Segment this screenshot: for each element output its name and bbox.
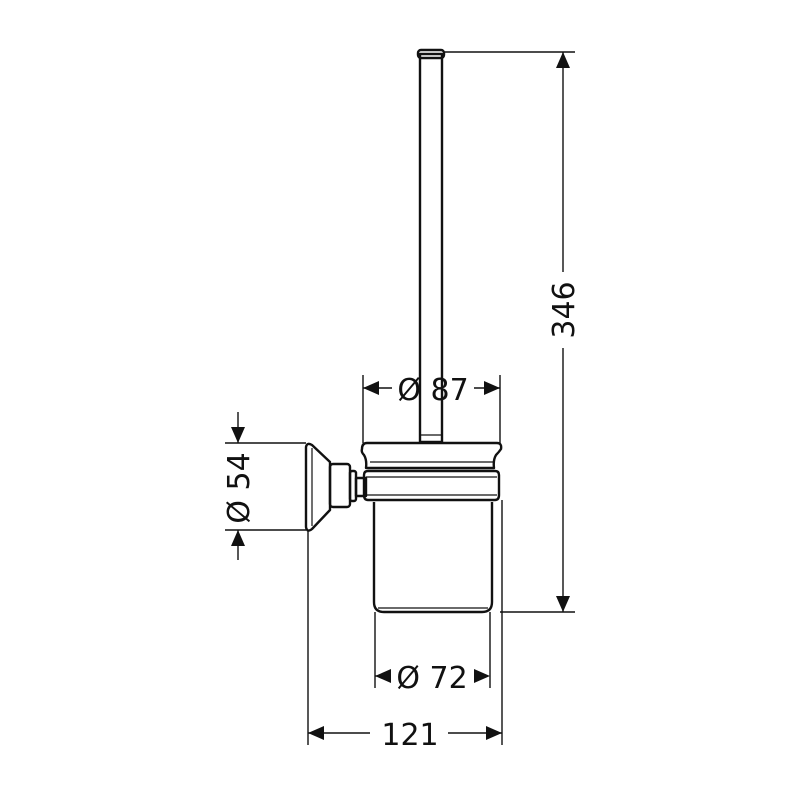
dimension-flange-diameter: Ø 54: [222, 412, 306, 560]
arrowhead: [486, 726, 502, 740]
arrowhead: [363, 381, 379, 395]
mount-bolt: [328, 462, 352, 509]
mount-connector: [354, 476, 368, 498]
arrowhead: [231, 427, 245, 443]
height-label: 346: [547, 281, 582, 338]
arrowhead: [375, 669, 391, 683]
arrowhead: [231, 530, 245, 546]
depth-label: 121: [381, 718, 438, 753]
cup-rim: [360, 441, 503, 470]
arrowhead: [556, 596, 570, 612]
cup-band: [362, 469, 501, 502]
flange-diameter-label: Ø 54: [222, 452, 257, 523]
rim-diameter-label: Ø 87: [397, 373, 468, 408]
product-outline: [304, 48, 503, 614]
arrowhead: [308, 726, 324, 740]
wall-flange: [304, 442, 332, 532]
arrowhead: [556, 52, 570, 68]
arrowhead: [484, 381, 500, 395]
arrowhead: [474, 669, 490, 683]
dimension-glass-diameter: Ø 72: [374, 612, 491, 696]
handle-cap: [416, 48, 446, 60]
dimension-rim-diameter: Ø 87: [362, 373, 501, 443]
dimension-depth: 121: [307, 500, 503, 753]
glass-diameter-label: Ø 72: [396, 661, 467, 696]
glass-cup: [372, 502, 494, 614]
dimension-height: 346: [445, 51, 582, 613]
